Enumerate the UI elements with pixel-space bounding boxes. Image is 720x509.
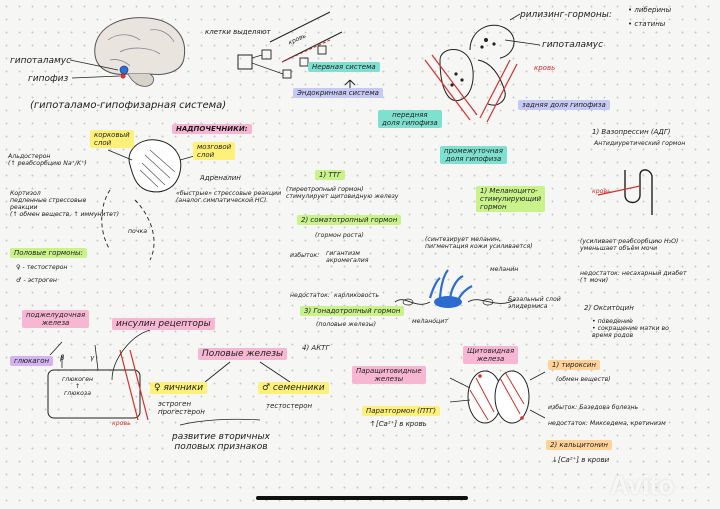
- vasopressin-effect: (усиливает реабсорбцию H₂O) уменьшает об…: [580, 238, 679, 253]
- statins-label: • статины: [628, 20, 666, 28]
- melanocyte-label: меланоцит: [412, 318, 448, 325]
- thyroid-deficiency-note: недостаток: Микседема, кретинизм: [548, 420, 666, 427]
- dwarfism-note: карликовость: [334, 292, 380, 299]
- acth-label: 4) АКТГ: [302, 344, 330, 352]
- vasopressin-label: 1) Вазопрессин (АДГ): [592, 128, 671, 136]
- cortex-layer-label: корковый слой: [90, 130, 134, 149]
- excess-label: избыток:: [290, 252, 320, 259]
- calcitonin-effect-note: ↓[Ca²⁺] в крови: [552, 456, 610, 464]
- posterior-pituitary-label: задняя доля гипофиза: [518, 100, 610, 111]
- melanin-label: меланин: [490, 266, 519, 273]
- pituitary-label: гипофиз: [28, 74, 69, 84]
- ovaries-label: ♀ яичники: [150, 382, 208, 395]
- cortisol-note: Кортизол педленные стрессовые реакции (↑…: [10, 190, 119, 219]
- pth-effect-note: ↑[Ca²⁺] в кровь: [370, 420, 427, 428]
- stim-sex-note: (половые железы): [316, 321, 377, 328]
- pancreas-diagram: [47, 329, 151, 421]
- releasing-hormones-label: рилизинг-гормоны:: [520, 10, 612, 20]
- estrogen-progesterone-note: эстроген прогестерон: [158, 400, 205, 417]
- antidiuretic-label: Антидиуретический гормон: [594, 140, 686, 147]
- endocrine-system-label: Эндокринная система: [293, 88, 383, 99]
- adrenaline-label: Адреналин: [200, 174, 241, 182]
- hypothalamus-right-label: гипоталамус: [542, 40, 604, 50]
- blood-vaso-label: кровь: [592, 188, 611, 195]
- ttg-label: 1) ТТГ: [315, 170, 345, 181]
- fast-stress-note: «быстрые» стрессовые реакции (аналог сим…: [176, 190, 282, 205]
- somatotropic-label: 2) соматотропный гормон: [297, 215, 402, 226]
- secondary-traits-label: развитие вторичных половых признаков: [172, 432, 270, 453]
- home-indicator-bar[interactable]: [256, 496, 468, 500]
- sex-glands-label: Половые железы: [198, 348, 288, 361]
- thyroid-diagram: [449, 370, 546, 424]
- growth-hormone-note: (гормон роста): [315, 232, 364, 239]
- glucagon-label: глюкагон: [10, 356, 54, 367]
- basal-layer-label: Базальный слой эпидермиса: [508, 296, 561, 311]
- blood-right-label: кровь: [534, 64, 556, 72]
- testosterone-note: тестостерон: [266, 402, 313, 410]
- intermediate-pituitary-label: промежуточная доля гипофиза: [440, 146, 507, 165]
- gigantism-note: гигантизм акромегалия: [326, 250, 369, 265]
- testosterone-female-note: ♀ - тестостерон: [16, 264, 68, 271]
- testes-label: ♂ семенники: [258, 382, 329, 395]
- vasopressin-deficiency: недостаток: несахарный диабет (↑ мочи): [580, 270, 687, 285]
- calcitonin-label: 2) кальцитонин: [546, 440, 612, 451]
- deficiency-dwarf-label: недостаток:: [290, 292, 330, 299]
- metabolism-note: (обмен веществ): [556, 376, 611, 383]
- gamma-cell-label: γ: [90, 354, 95, 362]
- sex-hormones-label: Половые гормоны:: [10, 248, 87, 259]
- blood-bottom-label: кровь: [112, 420, 131, 427]
- oxytocin-effects: • поведение • сокращение матки во время …: [592, 318, 669, 340]
- nervous-system-label: Нервная система: [308, 62, 380, 73]
- thyroid-label: Щитовидная железа: [463, 346, 519, 365]
- beta-cell-label: β: [60, 354, 65, 362]
- avito-watermark: Avito: [610, 470, 675, 500]
- blood-label-diag: кровь: [287, 32, 308, 47]
- glucose-box-text: глюкоген ↑ глюкоза: [62, 376, 94, 398]
- parathyroid-label: Паращитовидные железы: [352, 366, 426, 385]
- gonadotropic-label: 3) Гонадотропный гормон: [300, 306, 405, 317]
- brain-illustration: [94, 17, 186, 87]
- system-title: (гипоталамо-гипофизарная система): [30, 100, 227, 111]
- oxytocin-label: 2) Окситоцин: [584, 304, 634, 312]
- medulla-layer-label: мозговой слой: [193, 142, 236, 161]
- anterior-pituitary-label: передняя доля гипофиза: [378, 110, 442, 129]
- melanocyte-diagram: [394, 269, 516, 308]
- insulin-receptors-label: инсулин рецепторы: [112, 318, 215, 331]
- ttg-description: (тиреотропный гормон) стимулирует щитови…: [286, 186, 399, 201]
- melanin-synthesis-note: (синтезирует меланин, пигментация кожи у…: [425, 236, 533, 251]
- adrenal-title: НАДПОЧЕЧНИКИ:: [172, 124, 252, 135]
- cells-secrete-label: клетки выделяют: [205, 28, 271, 36]
- estrogen-male-note: ♂ - эстроген: [16, 277, 57, 284]
- thyroxine-label: 1) тироксин: [548, 360, 600, 371]
- melanocyte-hormone-label: 1) Меланоцито- стимулирующий гормон: [476, 186, 546, 213]
- hypothalamus-label: гипоталамус: [10, 56, 72, 66]
- aldosterone-note: Альдостерон (↑ реабсорбцию Na⁺/K⁺): [8, 153, 87, 168]
- pancreas-label: поджелудочная железа: [22, 310, 90, 329]
- kidney-label: почка: [128, 228, 148, 235]
- parathormone-label: Паратгормон (ПТГ): [362, 406, 441, 417]
- thyroid-excess-note: избыток: Базедова болезнь: [548, 404, 639, 411]
- liberins-label: • либерины: [628, 6, 672, 14]
